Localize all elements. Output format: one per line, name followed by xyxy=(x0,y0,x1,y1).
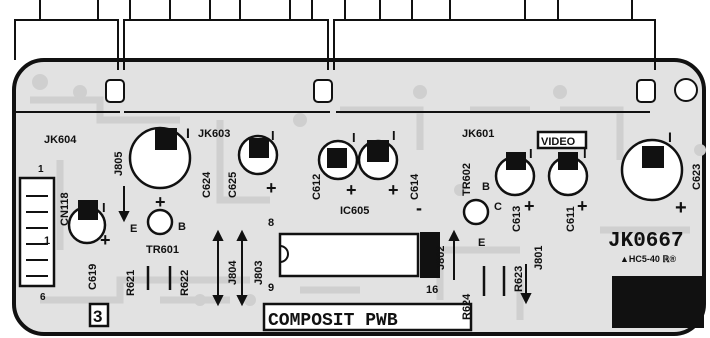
stripe-mark: I xyxy=(529,146,533,161)
plus-mark: + xyxy=(524,196,535,216)
ic605-pad xyxy=(420,232,440,278)
c623-label: C623 xyxy=(691,164,703,190)
tr602-label: TR602 xyxy=(461,163,473,196)
c623-capacitor xyxy=(620,138,684,202)
ic-pin16: 16 xyxy=(426,284,438,296)
stripe-mark: I xyxy=(583,146,587,161)
resistor-leads xyxy=(146,266,506,296)
tr602-c: C xyxy=(494,201,502,213)
plus-mark: + xyxy=(100,230,111,250)
j803-label: J803 xyxy=(253,261,265,285)
c612-label: C612 xyxy=(311,174,323,200)
stripe-mark: I xyxy=(668,129,672,145)
j801-label: J801 xyxy=(533,246,545,270)
title-box xyxy=(262,302,473,332)
plus-mark: + xyxy=(577,196,588,216)
stripe-mark: I xyxy=(186,125,190,141)
c619-label: C619 xyxy=(87,264,99,290)
c613-label: C613 xyxy=(511,206,523,232)
copper-traces xyxy=(30,96,690,320)
ic-pin8: 8 xyxy=(268,217,274,229)
plus-mark: + xyxy=(388,180,399,200)
cn118-pins xyxy=(26,195,48,277)
connector-tabs xyxy=(105,79,656,103)
j804-label: J804 xyxy=(227,260,239,285)
tr602-transistor xyxy=(462,198,490,226)
plus-mark: + xyxy=(266,178,277,198)
minus-mark: - xyxy=(416,198,422,218)
jk603-label: JK603 xyxy=(198,128,230,140)
cn118-label: CN118 xyxy=(59,192,71,226)
plus-mark: + xyxy=(675,197,687,219)
r623-label: R623 xyxy=(513,266,525,292)
page-number-box xyxy=(88,302,110,328)
jk601-label: JK601 xyxy=(462,128,494,140)
stripe-mark: I xyxy=(392,128,396,143)
tr601-e: E xyxy=(130,223,137,235)
stripe-mark: I xyxy=(102,200,106,215)
c625-label: C625 xyxy=(227,172,239,198)
r624-label: R624 xyxy=(461,293,473,320)
video-label: VIDEO xyxy=(541,136,576,148)
tr601-label: TR601 xyxy=(146,244,179,256)
certification-mark: ▲HC5-40 ℝ® xyxy=(620,254,677,264)
stripe-marks: I I I I I I I I xyxy=(102,125,672,215)
c614-label: C614 xyxy=(409,173,421,200)
ic605-chip xyxy=(278,232,420,278)
page-number: 3 xyxy=(93,307,102,326)
tr602-b: B xyxy=(482,181,490,193)
jumper-wires xyxy=(118,186,532,307)
tr601-transistor xyxy=(146,208,174,236)
j805-label: J805 xyxy=(113,152,125,176)
c611-label: C611 xyxy=(565,206,577,232)
stripe-mark: I xyxy=(271,128,275,143)
ic-pin9: 9 xyxy=(268,282,274,294)
j802-label: J802 xyxy=(435,246,447,270)
part-number: JK0667 xyxy=(608,230,684,253)
cn118-header xyxy=(18,176,56,288)
cn118-pin6: 6 xyxy=(40,292,46,303)
video-box xyxy=(536,130,588,150)
plus-mark: + xyxy=(346,180,357,200)
tr602-e: E xyxy=(478,237,485,249)
connector-pins xyxy=(39,0,633,20)
tr601-b: B xyxy=(178,221,186,233)
r621-label: R621 xyxy=(125,270,137,296)
connector-housings xyxy=(14,19,656,70)
polarity-marks: + + + + + + + + - 1 xyxy=(44,178,687,250)
cn118-pin1: 1 xyxy=(38,164,44,175)
pin-one-mark: 1 xyxy=(44,235,50,247)
board-title: COMPOSIT PWB xyxy=(268,311,398,331)
r622-label: R622 xyxy=(179,270,191,296)
ic605-notch xyxy=(279,245,289,263)
mounting-hole xyxy=(674,78,698,102)
plus-mark: + xyxy=(155,192,166,212)
jk604-label: JK604 xyxy=(44,134,77,146)
board-outline xyxy=(12,58,706,336)
ic605-label: IC605 xyxy=(340,205,369,217)
shield-block xyxy=(612,276,704,328)
capacitor-pads xyxy=(78,128,664,220)
stripe-mark: I xyxy=(352,130,356,145)
c624-label: C624 xyxy=(201,171,213,198)
